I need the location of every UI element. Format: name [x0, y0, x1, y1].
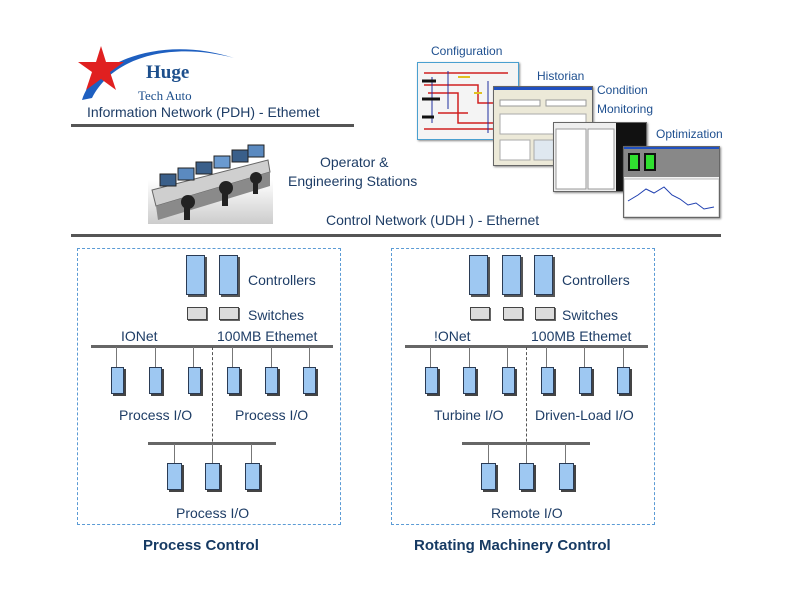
rotating-io-module — [481, 463, 496, 490]
rotating-io-module — [502, 367, 515, 394]
rotating-controller — [534, 255, 553, 295]
process-io-module — [188, 367, 201, 394]
rotating-io-bus — [405, 345, 648, 348]
process-io-module — [149, 367, 162, 394]
process-io-drop — [251, 444, 252, 463]
rotating-io-module — [541, 367, 554, 394]
rotating-io-drop — [526, 444, 527, 463]
rotating-switches-label: Switches — [562, 307, 619, 323]
rotating-controller — [469, 255, 488, 295]
rotating-switch — [535, 307, 555, 320]
process-io-module — [303, 367, 316, 394]
rotating-controllers-label: Controllers — [562, 272, 630, 288]
driven-load-io-label: Driven-Load I/O — [535, 407, 634, 423]
rotating-machinery-panel — [391, 248, 655, 525]
rotating-remote-bus — [462, 442, 590, 445]
rotating-machinery-title: Rotating Machinery Control — [414, 537, 611, 554]
optimization-label: Optimization — [656, 127, 723, 141]
rotating-io-module — [617, 367, 630, 394]
configuration-label: Configuration — [431, 44, 503, 58]
process-controller — [186, 255, 205, 295]
rotating-controller — [502, 255, 521, 295]
process-io-drop — [155, 347, 156, 367]
process-switches-label: Switches — [248, 307, 305, 323]
process-switch — [219, 307, 239, 320]
rotating-io-module — [463, 367, 476, 394]
process-divider — [212, 347, 213, 462]
remote-io-label: Remote I/O — [491, 505, 563, 521]
rotating-io-drop — [488, 444, 489, 463]
rotating-io-module — [425, 367, 438, 394]
historian-label: Historian — [537, 69, 585, 83]
process-io-drop — [309, 347, 310, 367]
process-ethernet-label: 100MB Ethemet — [217, 328, 318, 344]
rotating-divider — [526, 347, 527, 462]
control-network-label: Control Network (UDH ) - Ethernet — [326, 212, 540, 228]
logo-swoosh-icon — [82, 49, 234, 100]
operator-stations-image — [148, 140, 273, 224]
star-icon — [78, 46, 124, 90]
process-io-drop — [193, 347, 194, 367]
process-controller — [219, 255, 238, 295]
rotating-ethernet-label: 100MB Ethemet — [531, 328, 632, 344]
information-network-line — [71, 124, 354, 127]
process-ionet-label: IONet — [121, 328, 158, 344]
rotating-switch — [470, 307, 490, 320]
optimization-screenshot — [623, 146, 720, 218]
process-io-drop — [174, 444, 175, 463]
process-io-bottom-label: Process I/O — [176, 505, 250, 521]
process-io-module — [245, 463, 260, 490]
process-switch — [187, 307, 207, 320]
rotating-io-drop — [507, 347, 508, 367]
process-io-module — [111, 367, 124, 394]
turbine-io-label: Turbine I/O — [434, 407, 504, 423]
process-remote-bus — [148, 442, 276, 445]
process-io-right-label: Process I/O — [235, 407, 309, 423]
process-io-left-label: Process I/O — [119, 407, 193, 423]
logo: Huge Tech Auto — [74, 40, 244, 110]
process-control-title: Process Control — [143, 537, 259, 554]
process-control-panel — [77, 248, 341, 525]
process-io-module — [167, 463, 182, 490]
condition-monitoring-label-line1: Condition — [597, 83, 648, 97]
rotating-ionet-label: !ONet — [434, 328, 471, 344]
process-controllers-label: Controllers — [248, 272, 316, 288]
rotating-io-module — [519, 463, 534, 490]
rotating-io-module — [579, 367, 592, 394]
rotating-io-drop — [623, 347, 624, 367]
rotating-io-module — [559, 463, 574, 490]
process-io-module — [265, 367, 278, 394]
process-io-drop — [271, 347, 272, 367]
control-network-line — [71, 234, 721, 237]
logo-brand: Huge — [146, 62, 190, 83]
stations-label-line2: Engineering Stations — [288, 173, 418, 189]
process-io-module — [205, 463, 220, 490]
process-io-drop — [232, 347, 233, 367]
process-io-module — [227, 367, 240, 394]
rotating-io-drop — [584, 347, 585, 367]
rotating-io-drop — [430, 347, 431, 367]
information-network-label: Information Network (PDH) - Ethemet — [87, 104, 320, 120]
process-io-drop — [212, 444, 213, 463]
condition-monitoring-label-line2: Monitoring — [597, 102, 654, 116]
logo-subtitle: Tech Auto — [138, 88, 192, 103]
stations-label-line1: Operator & — [320, 154, 389, 170]
rotating-io-drop — [469, 347, 470, 367]
rotating-switch — [503, 307, 523, 320]
rotating-io-drop — [565, 444, 566, 463]
process-io-bus — [91, 345, 333, 348]
rotating-io-drop — [546, 347, 547, 367]
process-io-drop — [116, 347, 117, 367]
